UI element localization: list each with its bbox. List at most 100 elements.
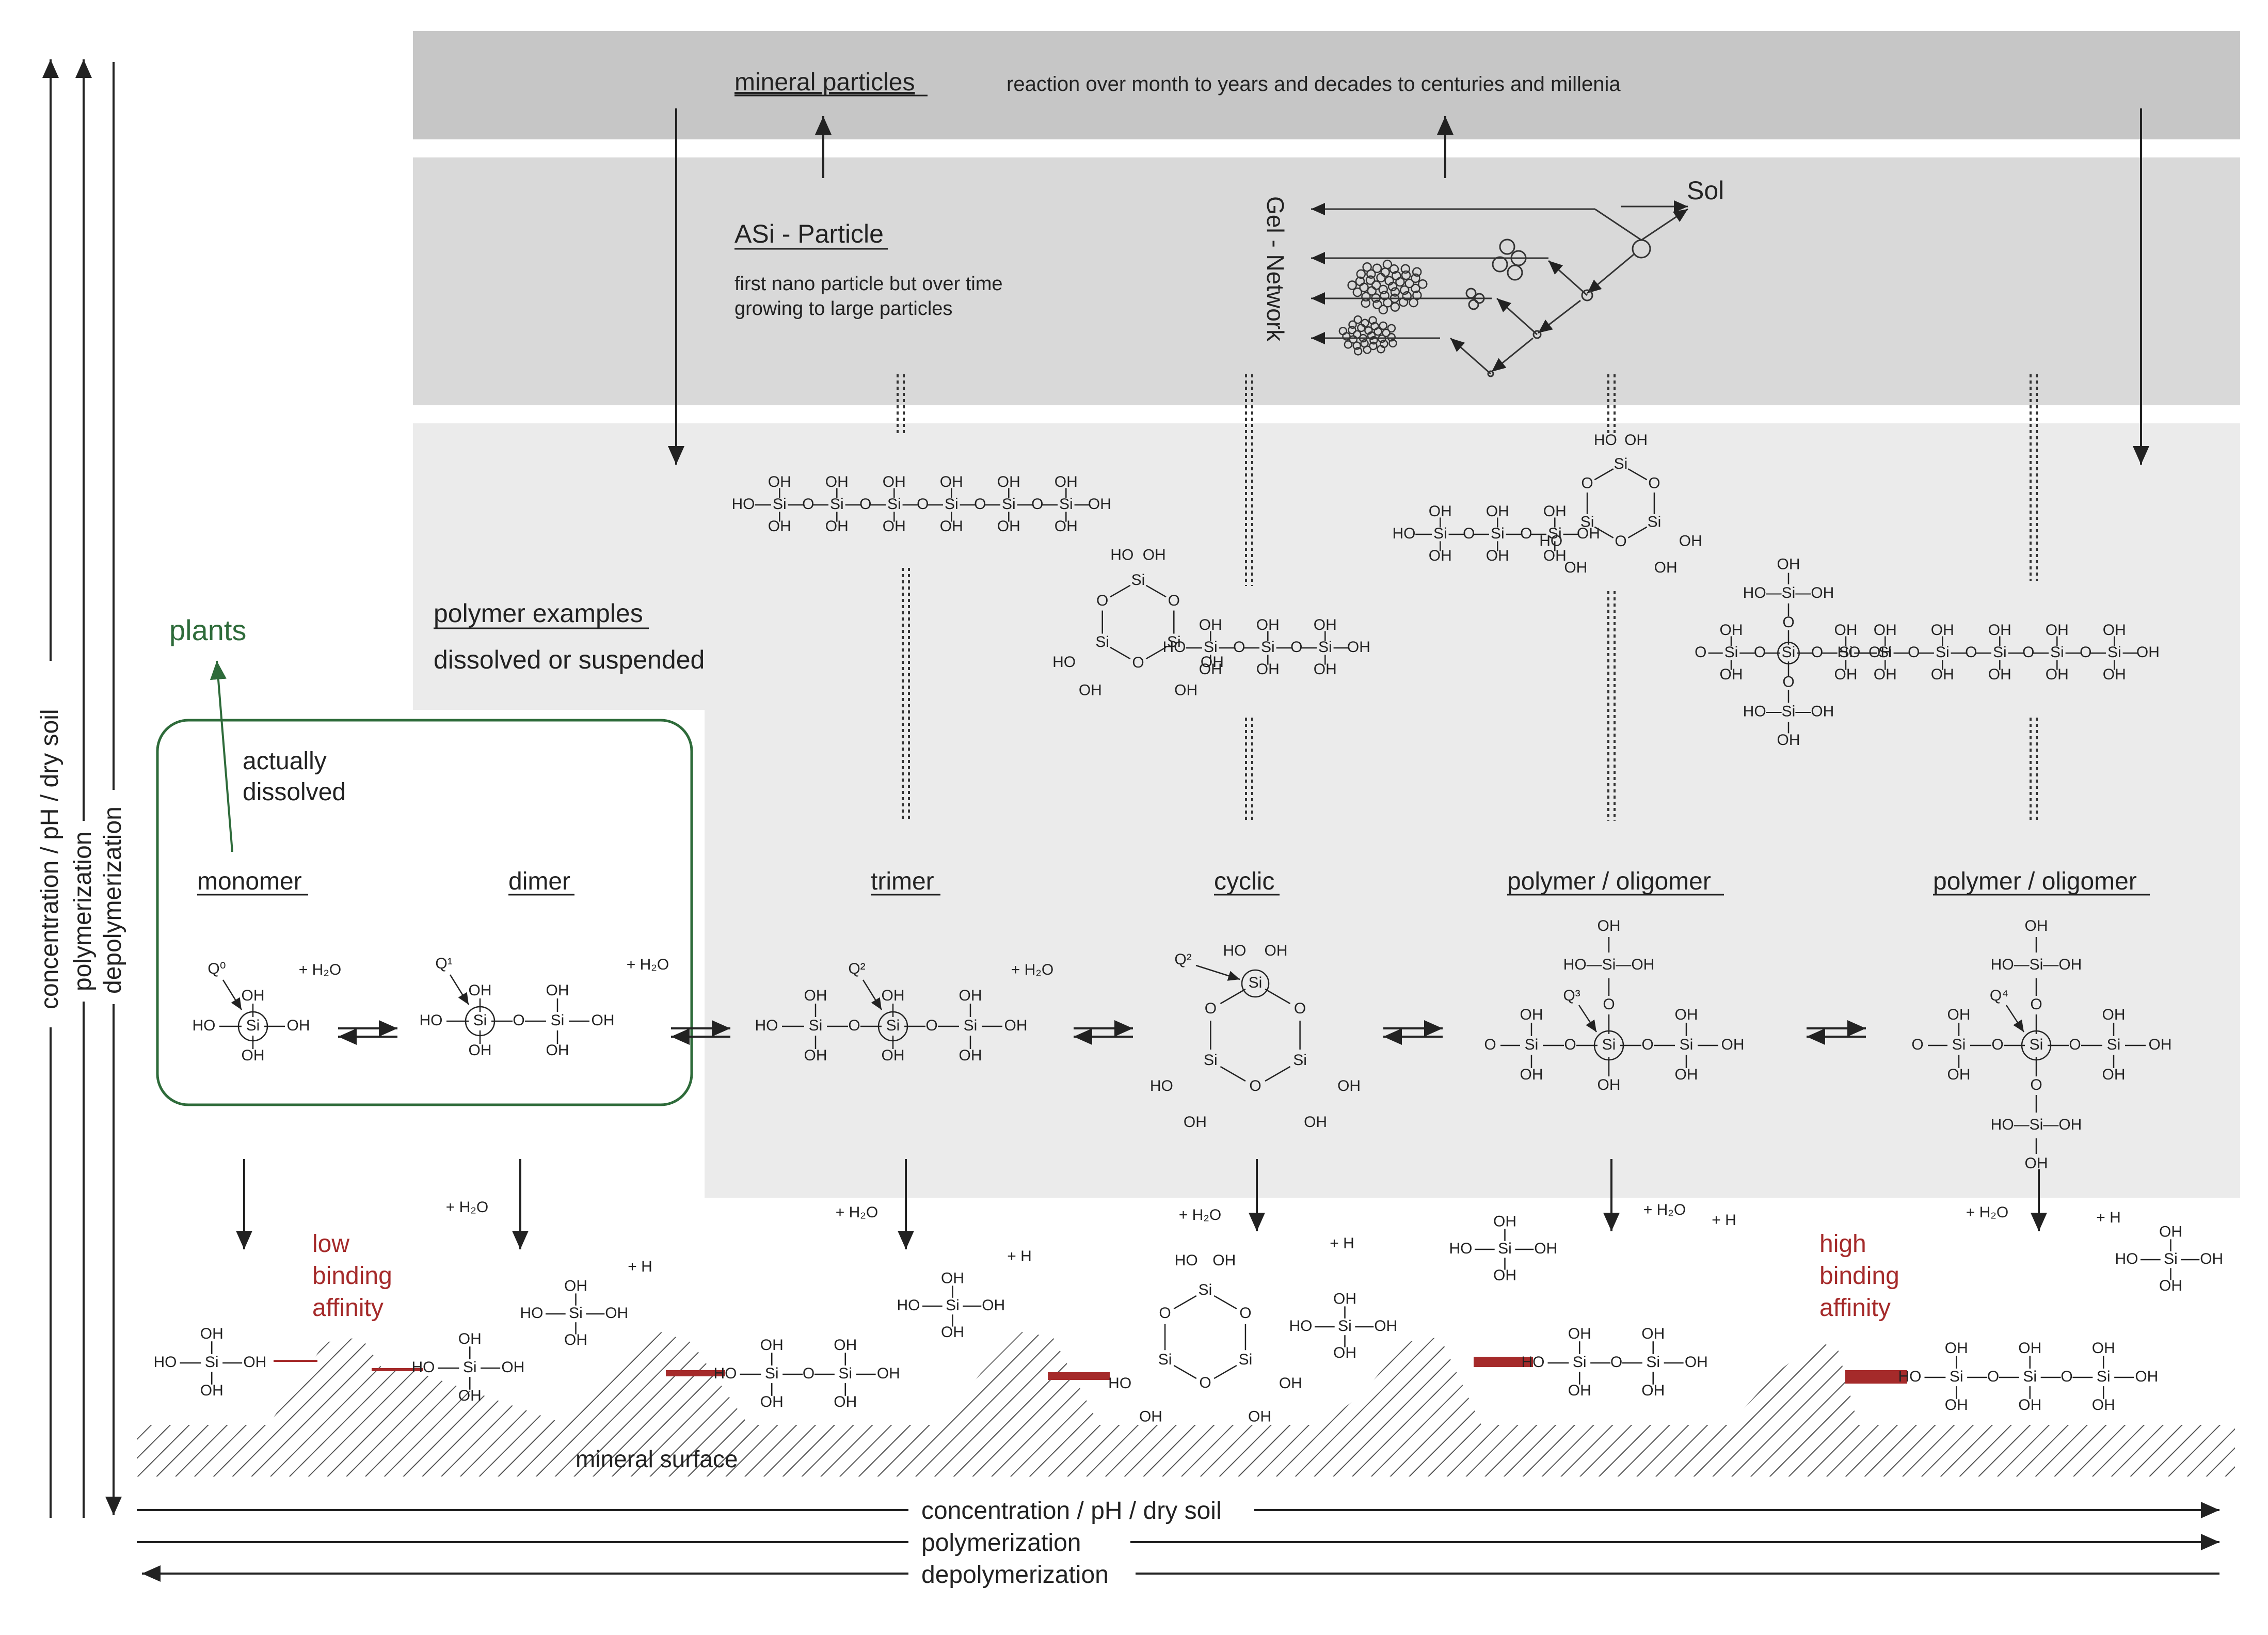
oh-group: OH — [1675, 1006, 1698, 1023]
asi-note-line2: growing to large particles — [734, 298, 952, 320]
ring-oxygen: O — [1615, 533, 1626, 550]
si-atom: Si — [1338, 1317, 1352, 1335]
si-atom: Si — [246, 1017, 260, 1034]
si-atom: Si — [2030, 1036, 2043, 1053]
chem-bond — [1220, 988, 1246, 1005]
ring-oxygen: O — [1648, 474, 1660, 491]
ho-si-oh-group: HO—Si—OH — [1991, 1116, 2082, 1133]
ho-end: HO — [1163, 639, 1186, 656]
oh-group: OH — [1248, 1408, 1271, 1425]
ring-si: Si — [1614, 455, 1628, 472]
q-pointer — [2005, 1005, 2025, 1033]
oh-end: OH — [1534, 1240, 1557, 1257]
particle-sphere — [1387, 333, 1396, 342]
q-pointer — [862, 979, 883, 1010]
oh-group: OH — [1945, 1340, 1968, 1357]
mineral-particles-label: mineral particles — [734, 69, 915, 96]
compact-cluster — [1338, 315, 1397, 356]
ho-end: HO — [714, 1365, 737, 1382]
bridge-oxygen: O — [1463, 525, 1475, 542]
ring-oxygen: O — [1581, 474, 1593, 491]
chem-bond — [1173, 1295, 1197, 1310]
particle-sphere — [1367, 286, 1377, 296]
ho-end: HO — [412, 1359, 435, 1376]
bridge-oxygen: O — [513, 1012, 524, 1029]
ho-end: HO — [897, 1297, 920, 1314]
oh-group: OH — [2102, 1066, 2126, 1083]
mineral-surface-label: mineral surface — [576, 1446, 738, 1472]
oh-group: OH — [1679, 532, 1702, 549]
si-atom: Si — [1680, 1036, 1694, 1053]
ring-oxygen: O — [1294, 1000, 1306, 1017]
chem-bond — [1265, 988, 1291, 1005]
mineral-particles-band — [413, 31, 2240, 139]
si-atom: Si — [773, 496, 787, 513]
particle-sphere — [1412, 267, 1422, 277]
bridge-oxygen: O — [917, 496, 929, 513]
q-pointer — [1578, 1005, 1598, 1033]
oh-group: OH — [1139, 1408, 1162, 1425]
oh-group: OH — [458, 1330, 482, 1347]
heading-polymer-1: polymer / oligomer — [1507, 868, 1711, 895]
oh-group: HO — [1052, 654, 1076, 671]
si-atom: Si — [809, 1017, 823, 1034]
si-atom: Si — [1952, 1036, 1966, 1053]
oh-end: OH — [1374, 1317, 1397, 1335]
si-atom: Si — [1059, 496, 1073, 513]
y-axis-arrows — [42, 59, 122, 1518]
oh-group: OH — [1624, 432, 1648, 449]
particle-sphere — [1371, 293, 1381, 303]
oh-end: OH — [1721, 1036, 1745, 1053]
sol-label: Sol — [1687, 176, 1724, 205]
oh-end: OH — [1004, 1017, 1028, 1034]
oh-group: OH — [1429, 503, 1452, 520]
si-atom: Si — [886, 1017, 900, 1034]
reagent-label: + H₂O — [1643, 1201, 1686, 1218]
dissolved-box-line1: actually — [243, 748, 327, 775]
particle-sphere — [1383, 298, 1393, 308]
particle-sphere — [1378, 334, 1386, 343]
si-atom: Si — [1491, 525, 1505, 542]
oh-bottom: OH — [1598, 1076, 1621, 1093]
si-atom: Si — [945, 496, 959, 513]
particle-sphere — [1399, 285, 1410, 295]
particle-sphere — [1411, 283, 1420, 293]
chem-bond — [1110, 646, 1131, 660]
oh-group: OH — [1486, 547, 1509, 564]
si-atom: Si — [463, 1359, 477, 1376]
oh-group: OH — [469, 982, 492, 999]
si-atom: Si — [838, 1365, 852, 1382]
bridge-oxygen: O — [1564, 1036, 1576, 1053]
oh-group: OH — [1279, 1375, 1302, 1392]
oh-group: OH — [242, 1047, 265, 1064]
chem-bond — [1145, 584, 1167, 598]
bridge-oxygen: O — [1965, 644, 1977, 661]
bridge-oxygen: O — [1908, 644, 1920, 661]
particle-sphere — [1404, 278, 1414, 289]
oh-group: OH — [1641, 1382, 1665, 1399]
ring-si: Si — [1204, 1052, 1218, 1069]
small-cluster — [1492, 239, 1527, 281]
reagent-label: + H — [1712, 1212, 1736, 1229]
q-label: Q⁰ — [207, 960, 226, 977]
ring-si: Si — [1648, 513, 1662, 530]
q-label: Q⁴ — [1990, 987, 2008, 1004]
bridge-oxygen: O — [1610, 1354, 1622, 1371]
reagent-label: + H — [628, 1258, 652, 1275]
particle-sphere — [1355, 276, 1365, 287]
end-oxygen: O — [1911, 1036, 1923, 1053]
ho-si-oh-group: HO—Si—OH — [1743, 703, 1834, 720]
adsorption-arrows — [236, 1159, 2047, 1249]
ring-oxygen: O — [1096, 592, 1108, 609]
si-atom: Si — [1548, 525, 1562, 542]
bridge-oxygen: O — [1811, 644, 1823, 661]
oh-group: OH — [2103, 622, 2126, 639]
